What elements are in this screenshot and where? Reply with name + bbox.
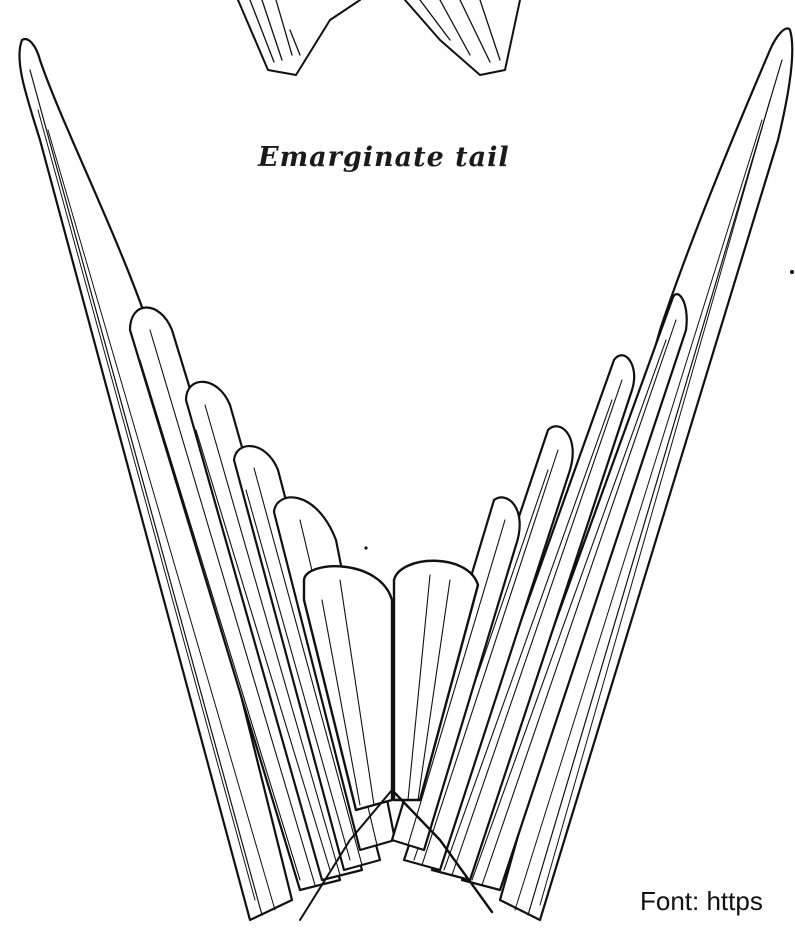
figure-caption: Emarginate tail [258, 142, 510, 173]
upper-tail-fragment [238, 0, 520, 75]
font-credit-text: Font: https [640, 886, 763, 917]
